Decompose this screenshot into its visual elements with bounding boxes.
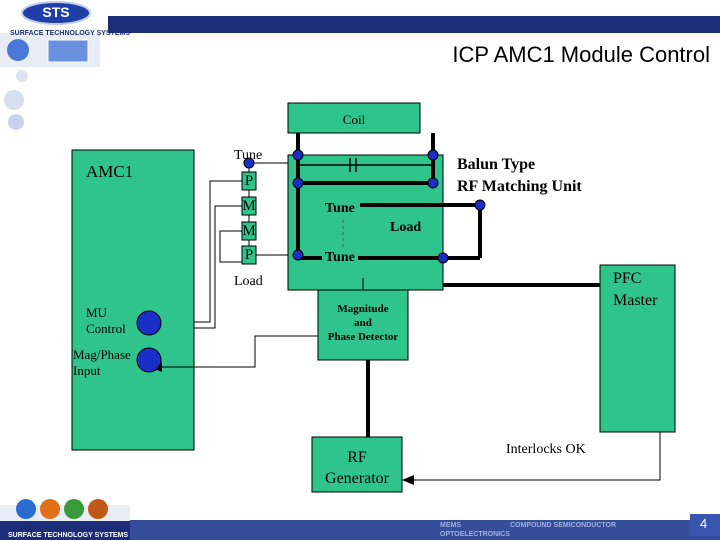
node-icon	[427, 149, 439, 161]
node-icon	[427, 177, 439, 189]
wafer-icon	[47, 39, 89, 63]
tune-inner-top-label: Tune	[322, 201, 358, 217]
matching-circuit	[296, 133, 482, 260]
node-icon	[292, 177, 304, 189]
rf-feed-lines	[366, 283, 600, 437]
page-number: 4	[700, 516, 708, 531]
coil-label: Coil	[342, 112, 366, 127]
footer-wafer-icon	[40, 499, 60, 519]
mag-phase-label: Mag/Phase	[73, 347, 131, 362]
interlocks-label: Interlocks OK	[506, 442, 586, 457]
footer-tagline: MEMS	[440, 522, 461, 529]
footer-tagline: OPTOELECTRONICS	[440, 531, 510, 538]
node-icon	[437, 252, 449, 264]
node-icon	[243, 157, 255, 169]
page-number-bg	[690, 514, 720, 536]
amc1-box	[71, 149, 195, 451]
mag-phase-port-icon	[136, 347, 162, 373]
page-title: ICP AMC1 Module Control	[452, 42, 710, 67]
pmmp-letter: M	[242, 198, 256, 214]
mag-phase-label: Input	[73, 363, 101, 378]
footer-chip-icon	[64, 499, 84, 519]
pmmp-letter: P	[244, 173, 254, 189]
balun-label: RF Matching Unit	[457, 178, 582, 195]
rf-generator-label: RF	[347, 449, 367, 466]
header-navy-bar	[108, 16, 720, 33]
mu-control-label: Control	[86, 321, 126, 336]
rf-generator-label: Generator	[325, 470, 389, 487]
load-inner-label: Load	[390, 220, 422, 235]
pmmp-letter: P	[244, 247, 254, 263]
footer-device-icon	[88, 499, 108, 519]
arrow-icon	[402, 475, 414, 485]
mu-control-port-icon	[136, 310, 162, 336]
rf-generator-box	[311, 436, 403, 493]
pfc-master-label: Master	[613, 292, 658, 309]
detector-label: Magnitude	[337, 303, 389, 315]
pmmp-letter: M	[242, 223, 256, 239]
pfc-master-label: PFC	[613, 270, 642, 287]
footer-gradient	[130, 520, 720, 540]
detector-label: Phase Detector	[327, 331, 399, 343]
load-label: Load	[234, 274, 263, 289]
coil-box	[287, 102, 421, 134]
node-icon	[292, 149, 304, 161]
tune-label: Tune	[234, 148, 263, 163]
header-company-name: SURFACE TECHNOLOGY SYSTEMS	[10, 30, 131, 37]
amc1-label: AMC1	[86, 162, 134, 181]
node-icon	[292, 249, 304, 261]
mu-control-label: MU	[86, 305, 107, 320]
logo-text: STS	[42, 4, 70, 20]
balun-label: Balun Type	[457, 156, 536, 173]
detector-box	[317, 289, 409, 361]
decor-bubble-icon	[16, 70, 28, 82]
footer-company-name: SURFACE TECHNOLOGY SYSTEMS	[8, 532, 129, 539]
footer-globe-icon	[16, 499, 36, 519]
node-icon	[474, 199, 486, 211]
decor-bubble-icon	[8, 114, 24, 130]
decor-bubble-icon	[4, 90, 24, 110]
pfc-master-box	[599, 264, 676, 433]
tune-inner-bottom-label: Tune	[322, 250, 358, 266]
detector-label: and	[354, 317, 372, 329]
globe-icon	[7, 39, 29, 61]
footer-tagline: COMPOUND SEMICONDUCTOR	[510, 522, 617, 529]
sts-logo-icon	[21, 1, 91, 25]
